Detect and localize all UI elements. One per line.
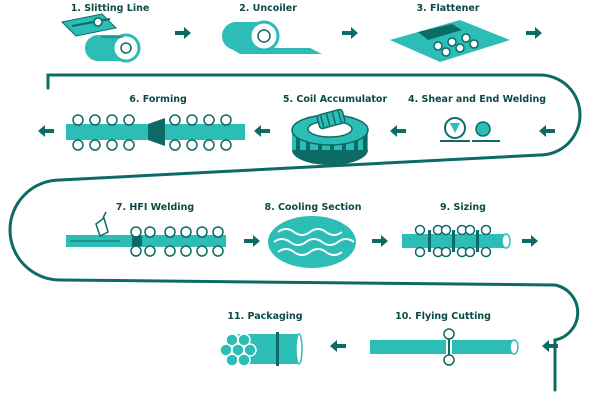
flow-path xyxy=(8,73,582,392)
arrow-right-icon xyxy=(342,27,358,39)
step-label-hfi-welding: 7. HFI Welding xyxy=(115,202,195,213)
arrow-right-icon xyxy=(526,27,542,39)
step-label-sizing: 9. Sizing xyxy=(440,202,486,213)
step-label-flattener: 3. Flattener xyxy=(416,3,480,14)
step-label-coil-accumulator: 5. Coil Accumulator xyxy=(282,94,388,105)
arrow-left-icon xyxy=(330,340,346,352)
step-label-uncoiler: 2. Uncoiler xyxy=(239,3,297,14)
uncoiler-icon xyxy=(222,20,322,54)
step-label-shear-and-end-welding: 4. Shear and End Welding xyxy=(407,94,547,105)
cooling-section-icon xyxy=(268,216,356,268)
flying-cutting-icon xyxy=(370,328,519,366)
arrow-left-icon xyxy=(539,125,555,137)
forming-icon xyxy=(66,114,245,151)
shear-welding-icon xyxy=(440,117,500,142)
arrow-left-icon xyxy=(542,340,558,352)
step-label-cooling-section: 8. Cooling Section xyxy=(264,202,362,213)
sizing-icon xyxy=(402,224,511,258)
step-label-packaging: 11. Packaging xyxy=(227,311,303,322)
coil-accumulator-icon xyxy=(291,108,369,165)
hfi-welding-icon xyxy=(66,211,226,257)
packaging-icon xyxy=(219,332,303,367)
arrow-left-icon xyxy=(38,125,54,137)
arrow-right-icon xyxy=(372,235,388,247)
arrow-left-icon xyxy=(254,125,270,137)
step-label-flying-cutting: 10. Flying Cutting xyxy=(395,311,491,322)
step-label-slitting-line: 1. Slitting Line xyxy=(70,3,150,14)
flattener-icon xyxy=(390,20,510,62)
arrow-right-icon xyxy=(175,27,191,39)
arrow-left-icon xyxy=(390,125,406,137)
step-label-forming: 6. Forming xyxy=(129,94,187,105)
slitting-line-icon xyxy=(60,13,141,63)
arrow-right-icon xyxy=(244,235,260,247)
arrow-right-icon xyxy=(522,235,538,247)
